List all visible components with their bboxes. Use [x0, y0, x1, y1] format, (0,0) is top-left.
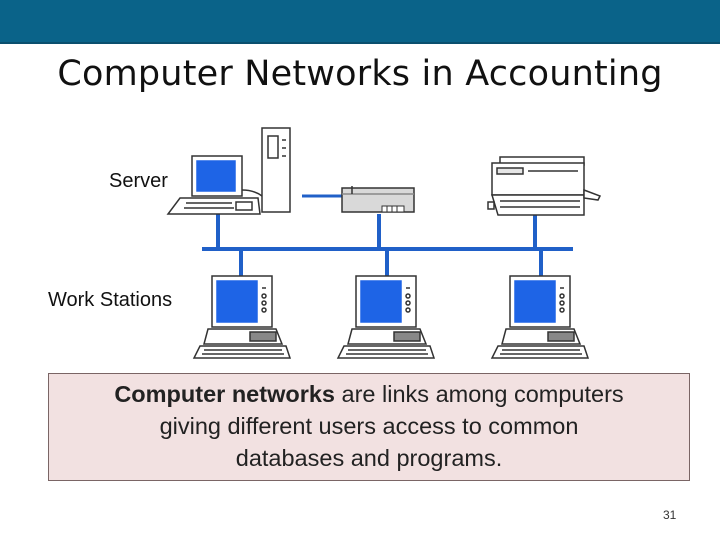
slide-title: Computer Networks in Accounting	[57, 54, 663, 94]
workstations-label: Work Stations	[48, 289, 173, 311]
server-label: Server	[109, 170, 168, 192]
workstation-icon	[192, 275, 292, 359]
page-number: 31	[663, 508, 677, 522]
workstation-icon	[490, 275, 590, 359]
server-computer-icon	[166, 127, 291, 215]
callout-line-1: Computer networks are links among comput…	[49, 378, 689, 410]
network-diagram	[166, 127, 602, 359]
printer-icon	[487, 156, 602, 216]
callout-line-2: giving different users access to common	[159, 413, 579, 439]
callout-line-1-rest: are links among computers	[335, 381, 624, 407]
network-cable	[202, 194, 573, 276]
callout-term: Computer networks	[114, 381, 335, 407]
definition-callout: Computer networks are links among comput…	[48, 373, 690, 481]
network-hub-icon	[341, 186, 415, 213]
workstation-icon	[336, 275, 436, 359]
header-bar	[0, 0, 720, 44]
callout-line-3: databases and programs.	[235, 445, 503, 471]
